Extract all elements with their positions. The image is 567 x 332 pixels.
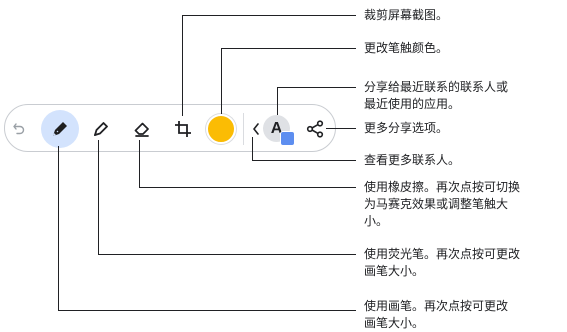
crop-callout-text: 裁剪屏幕截图。 xyxy=(364,8,449,22)
crop-icon xyxy=(175,121,191,137)
toolbar-divider xyxy=(243,113,244,145)
more-contacts-callout-line xyxy=(252,137,253,160)
share-button[interactable] xyxy=(303,117,327,141)
crop-button[interactable] xyxy=(171,117,195,141)
undo-button[interactable] xyxy=(11,120,27,136)
pen-callout-text: 使用画笔。再次点按可更改 画笔大小。 xyxy=(364,299,509,330)
highlighter-callout-line xyxy=(98,254,356,255)
pen-button[interactable] xyxy=(41,110,79,148)
pen-callout-line xyxy=(58,310,356,311)
more-contacts-button[interactable] xyxy=(249,119,263,139)
share-recent-callout-text: 分享给最近联系的联系人或 最近使用的应用。 xyxy=(364,80,509,111)
chevron-left-icon xyxy=(253,123,259,135)
eraser-button[interactable] xyxy=(130,117,154,141)
undo-icon xyxy=(13,123,25,135)
highlighter-button[interactable] xyxy=(89,117,113,141)
more-contacts-callout-line xyxy=(252,160,356,161)
pen-icon xyxy=(53,122,67,136)
contact-avatar-button[interactable]: A xyxy=(263,115,295,146)
highlighter-icon xyxy=(94,122,108,136)
crop-callout-line xyxy=(182,15,356,16)
eraser-icon xyxy=(134,122,149,137)
avatar-letter: A xyxy=(270,119,283,137)
highlighter-callout-line xyxy=(98,140,99,254)
eraser-callout-line xyxy=(139,187,356,188)
color-callout-text: 更改笔触颜色。 xyxy=(364,41,449,55)
color-callout-line xyxy=(221,48,356,49)
app-badge-icon xyxy=(280,131,295,146)
share-recent-callout-line xyxy=(277,87,278,115)
eraser-callout-line xyxy=(139,140,140,187)
share-more-callout-text: 更多分享选项。 xyxy=(364,121,449,135)
highlighter-callout-text: 使用荧光笔。再次点按可更改 画笔大小。 xyxy=(364,247,521,278)
crop-callout-line xyxy=(182,15,183,116)
markup-toolbar: A xyxy=(4,104,336,152)
pen-callout-line xyxy=(58,146,59,310)
share-recent-callout-line xyxy=(277,87,356,88)
more-contacts-callout-text: 查看更多联系人。 xyxy=(364,153,461,167)
share-more-callout-line xyxy=(326,128,356,129)
color-picker-button[interactable] xyxy=(206,114,236,144)
share-icon xyxy=(306,120,324,138)
color-callout-line xyxy=(221,48,222,114)
eraser-callout-text: 使用橡皮擦。再次点按可切换 为马赛克效果或调整笔触大 小。 xyxy=(364,180,521,228)
